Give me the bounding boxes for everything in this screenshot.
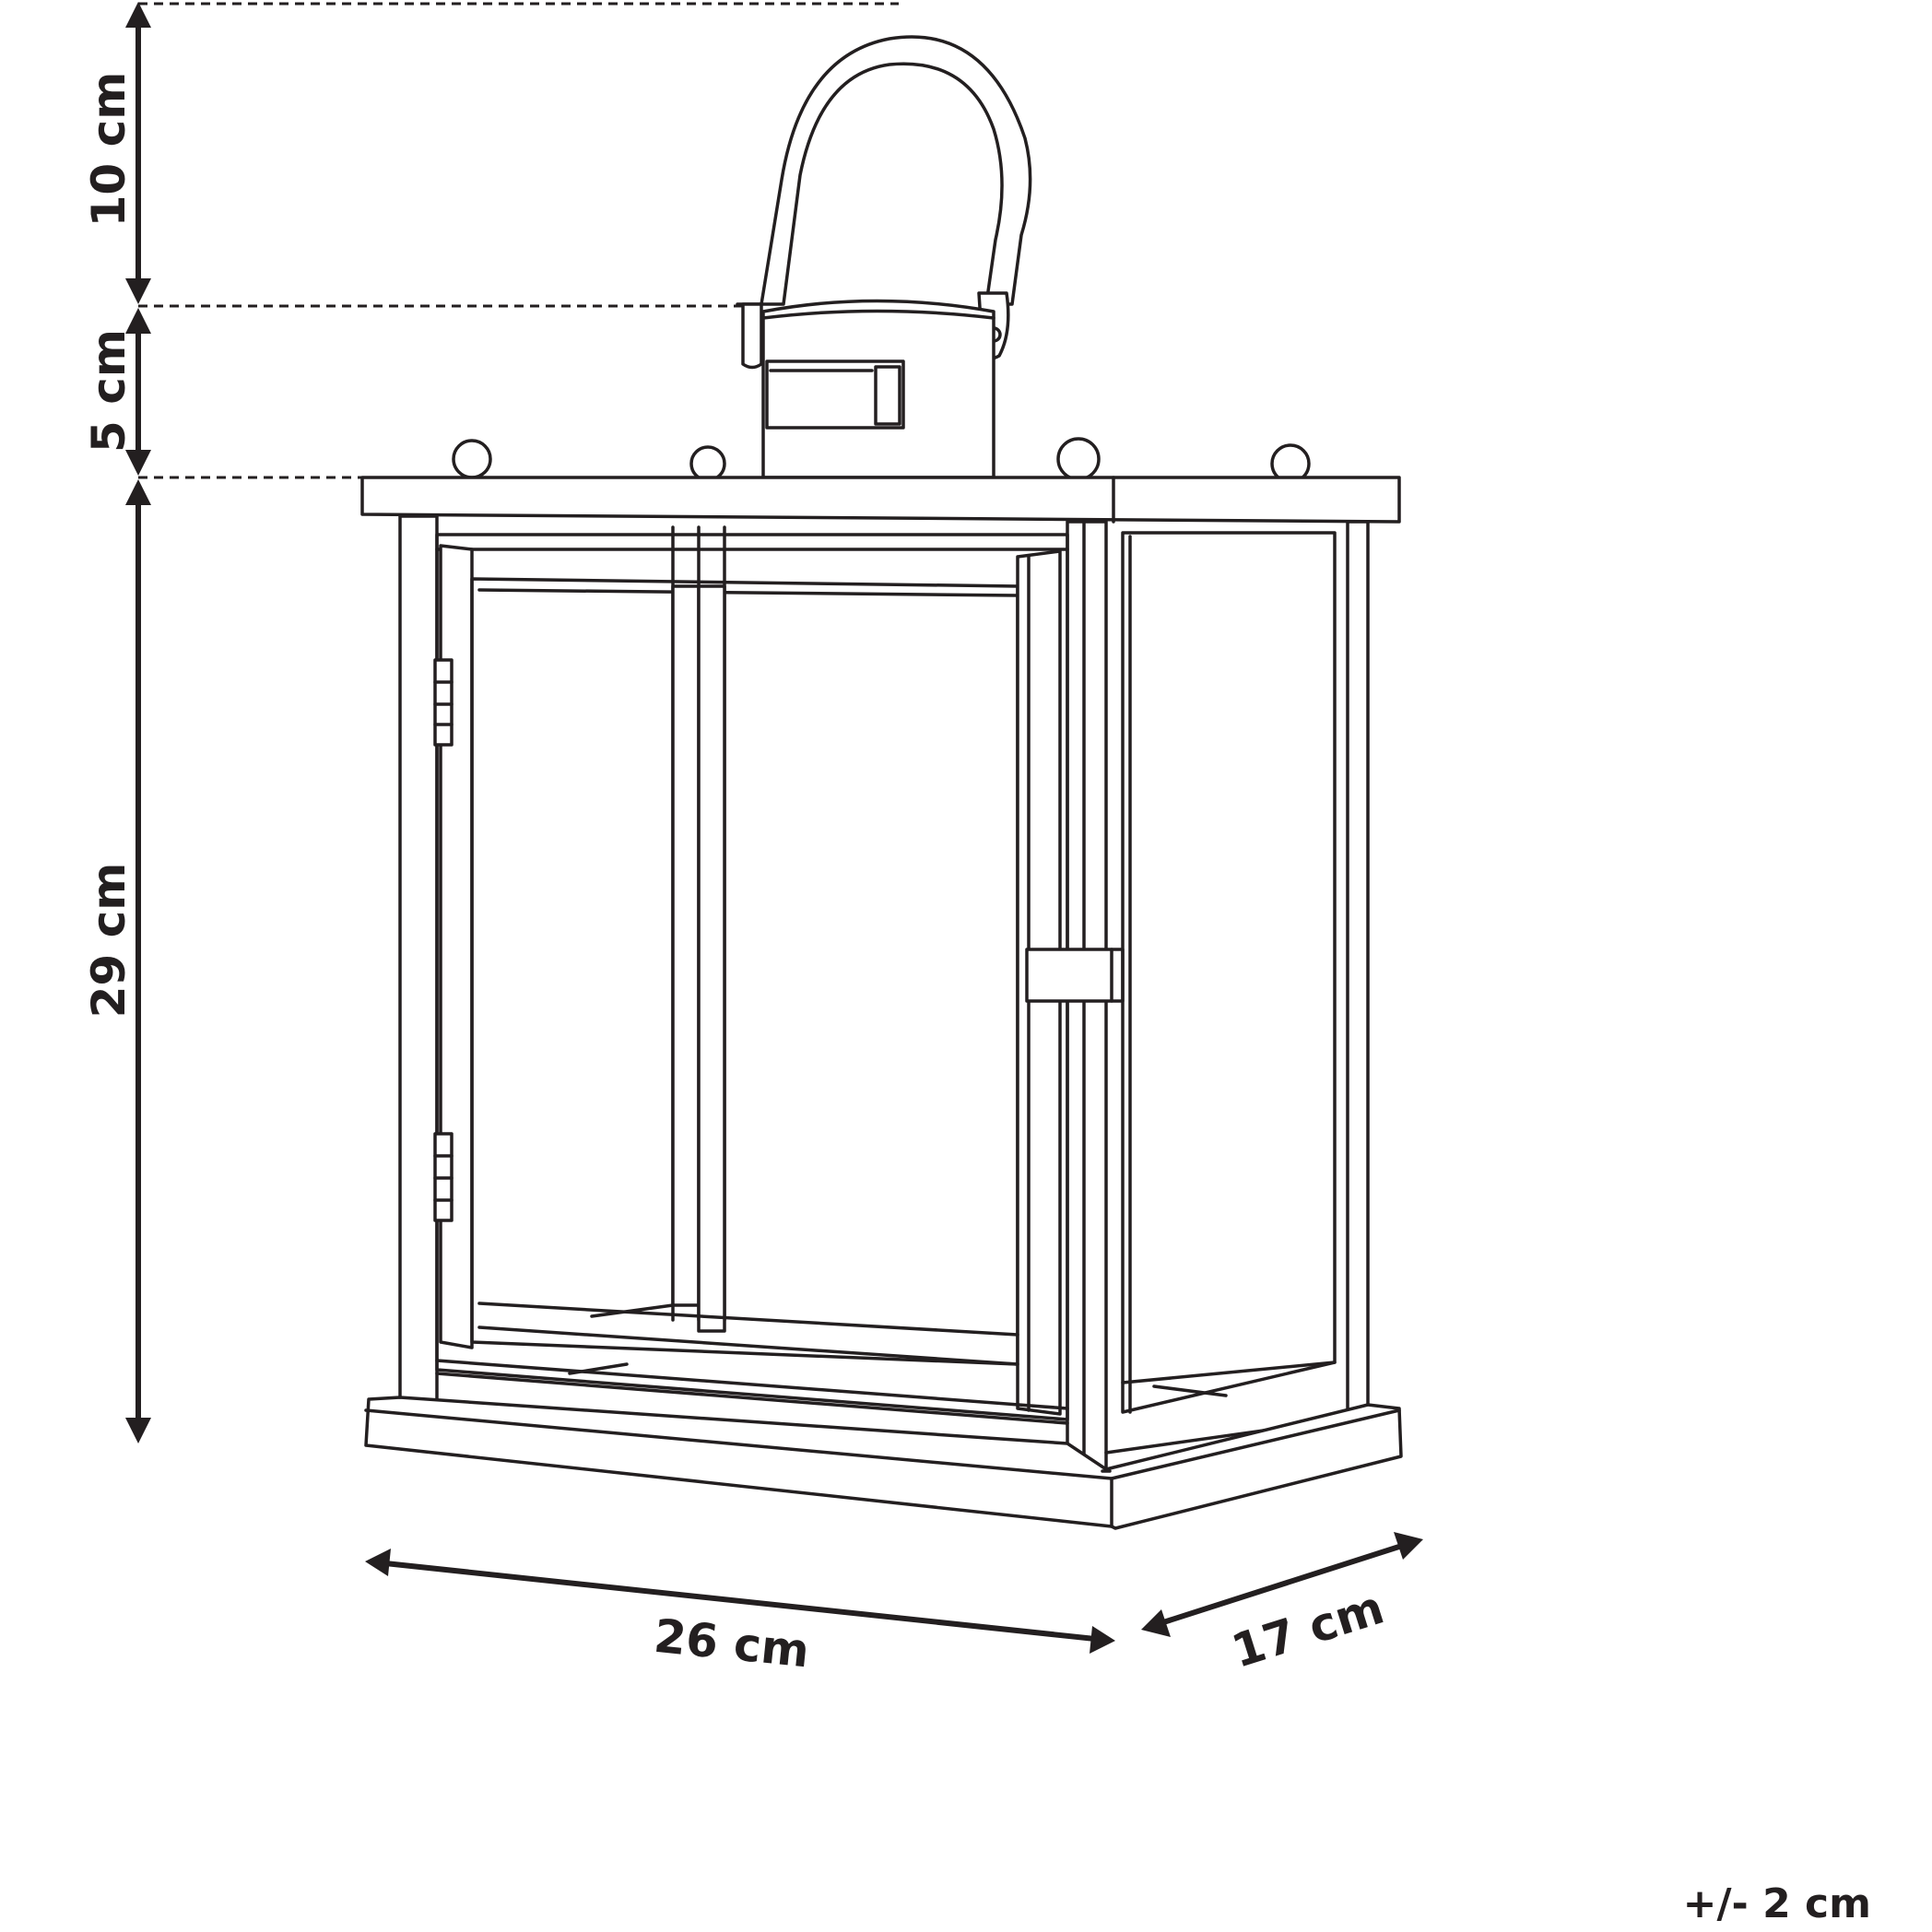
lantern-roof <box>360 476 1401 524</box>
lantern-door <box>435 544 1069 1425</box>
dim-cap-height: 5 cm <box>82 308 151 476</box>
dim-body-height: 29 cm <box>82 479 151 1443</box>
hinge-top <box>433 658 454 747</box>
dim-width-label: 26 cm <box>652 1609 812 1679</box>
dim-body-height-label: 29 cm <box>82 863 135 1019</box>
lantern-frame <box>398 514 1370 1471</box>
door-latch <box>1025 948 1125 1003</box>
height-guides <box>138 2 899 479</box>
lantern-cap <box>761 299 995 479</box>
lantern-drawing <box>360 35 1403 1530</box>
tolerance-note: +/- 2 cm <box>1683 1880 1871 1927</box>
roof-knobs <box>452 437 1311 484</box>
dim-cap-height-label: 5 cm <box>82 329 135 453</box>
dim-handle-height-label: 10 cm <box>82 72 135 228</box>
dim-handle-height: 10 cm <box>82 2 151 304</box>
hinge-bottom <box>433 1132 454 1222</box>
dim-depth: 17 cm <box>1141 1532 1423 1679</box>
dim-width: 26 cm <box>365 1549 1115 1678</box>
lantern-base <box>364 1396 1403 1530</box>
